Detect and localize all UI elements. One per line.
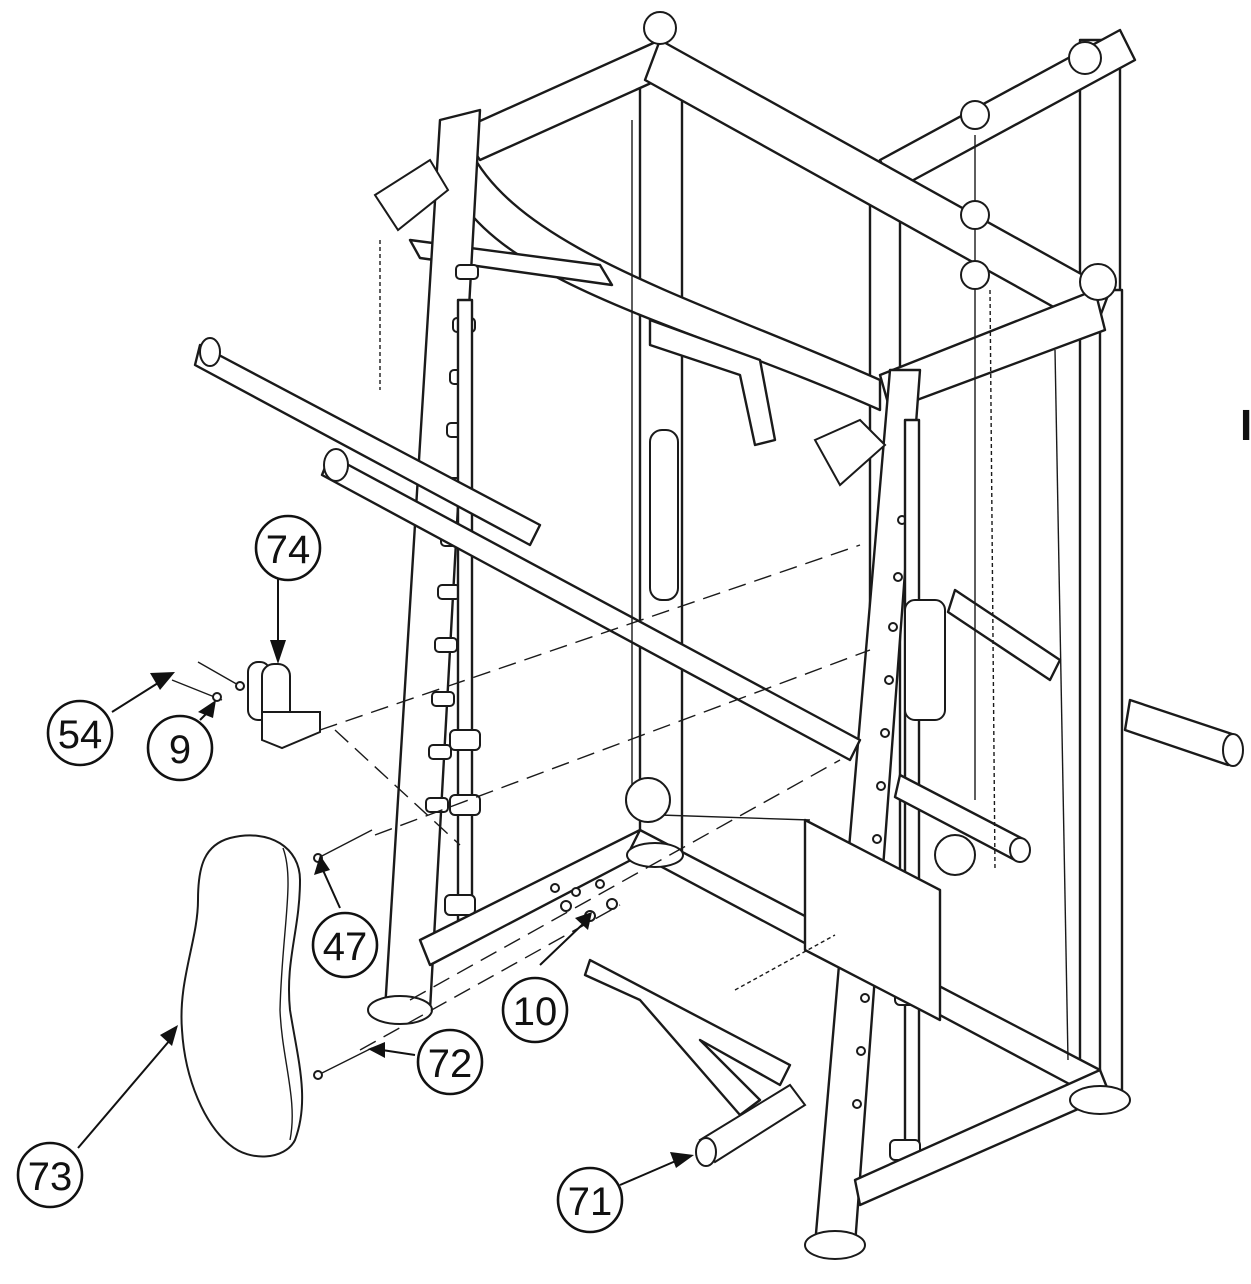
right-low-pulley [934,834,976,876]
vertical-pad-left [649,429,679,601]
callout-73-label: 73 [28,1155,73,1199]
exploded-parts [171,661,807,1167]
top-pulley-2 [960,100,990,130]
base-foot-right [1069,1085,1131,1115]
part-54-bolts [171,661,245,702]
callout-leaders [77,575,694,1186]
callout-10: 10 [501,976,569,1044]
assembly-guide-lines [319,544,871,1051]
front-right-foot [804,1230,866,1260]
plate-storage-horn [1123,698,1237,767]
base-front-rail [853,1068,1112,1207]
edge-text: I [1240,401,1251,450]
callout-74: 74 [254,514,322,582]
front-left-foot [367,995,433,1025]
part-74-bracket [247,661,321,750]
callout-74-label: 74 [266,528,311,572]
part-73-seat-pad [180,834,304,1158]
part-72-screws [313,1047,373,1080]
left-pulley-housing [373,158,450,232]
pullup-grip-center [648,318,777,447]
callout-54-label: 54 [58,713,103,757]
top-pulley-1 [1068,41,1102,75]
callout-9: 9 [146,714,214,782]
v-bar-attachment [583,958,792,1117]
callout-10-label: 10 [513,990,558,1034]
upper-bar [193,343,542,547]
callout-9-label: 9 [169,728,191,772]
callout-73: 73 [16,1141,84,1209]
part-10-nuts [550,879,618,922]
callout-72: 72 [416,1028,484,1096]
part-71-roller-pads [695,1083,807,1167]
top-cap-1 [643,11,677,45]
part-47-screws [313,829,373,863]
right-pulley-housing [813,418,887,487]
vertical-pad-right [904,599,946,721]
rear-hook-bar [946,588,1062,682]
callout-47-label: 47 [323,925,368,969]
callout-71: 71 [556,1166,624,1234]
callout-72-label: 72 [428,1042,473,1086]
callout-71-label: 71 [568,1180,613,1224]
weight-plate [803,818,942,1022]
base-foot-back [626,842,684,868]
callout-47: 47 [311,911,379,979]
rear-tower-post [1098,288,1124,1092]
callout-54: 54 [46,699,114,767]
top-cap-2 [1079,263,1117,301]
left-guide-rod [456,298,474,922]
floor-pulley [625,777,671,823]
machine-frame [193,11,1244,1260]
